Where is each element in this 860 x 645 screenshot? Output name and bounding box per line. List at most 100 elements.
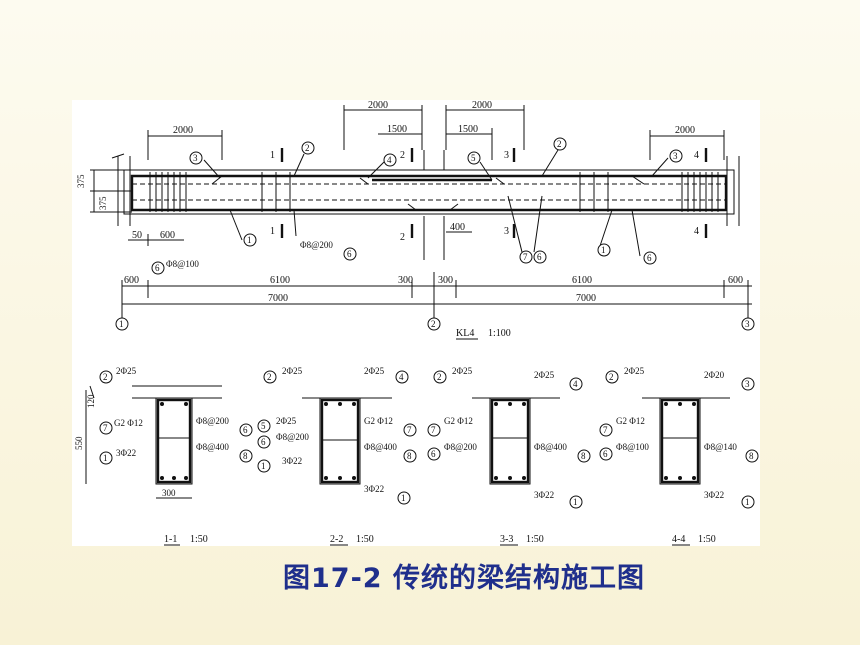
s2-callout-1b: 1 [401,493,406,503]
s1-callout-7: 7 [103,423,108,433]
section-4-4: 2 2Φ25 2Φ20 3 7 G2 Φ12 6 Φ8@100 Φ8@140 8… [599,366,759,546]
s2-callout-5: 5 [261,421,266,431]
s3-callout-8: 8 [581,451,586,461]
bar-callout-6-right: 6 [647,253,652,263]
section-mark-1a: 1 [270,150,275,161]
s1-flange: 120 [86,394,96,408]
s4-top: 2Φ25 [624,366,645,376]
s3-top: 2Φ25 [452,366,473,376]
dim-left-2: 375 [98,196,108,210]
span-600-right: 600 [728,275,743,286]
s4-callout-8: 8 [749,451,754,461]
section-3-3: 2 2Φ25 2Φ25 4 7 G2 Φ12 6 Φ8@200 Φ8@400 8… [427,366,591,546]
drawing-svg: 2000 2000 2000 1500 1500 2000 375 375 [74,100,759,546]
s3-id: 3-3 [500,534,513,545]
bar-callout-6-left: 6 [347,249,352,259]
s2-bottom: 3Φ22 [282,456,302,466]
span-6100-left: 6100 [270,275,290,286]
dim-top-2: 2000 [472,100,492,111]
s2-id: 2-2 [330,534,343,545]
s1-callout-2: 2 [103,372,108,382]
bar-callout-2-left: 2 [305,143,310,153]
s2-scale: 1:50 [356,534,374,545]
s4-callout-6: 6 [603,449,608,459]
section-mark-4a: 4 [694,150,699,161]
s4-bottom: 3Φ22 [704,490,724,500]
bar-callout-3-left: 3 [193,153,198,163]
s1-width: 300 [162,488,176,498]
dim-mid-400: 400 [450,222,465,233]
s2-st2: Φ8@400 [364,442,397,452]
figure-caption: 图17-2 传统的梁结构施工图 [283,563,645,594]
s2-callout-6: 6 [261,437,266,447]
s2-top3: 2Φ25 [276,416,297,426]
axis-1: 1 [119,319,124,329]
beam-construction-drawing: 2000 2000 2000 1500 1500 2000 375 375 [72,100,760,546]
bar-callout-3-right: 3 [673,151,678,161]
dim-mid-600: 600 [160,230,175,241]
dim-mid-50: 50 [132,230,142,241]
s2-side: G2 Φ12 [364,416,393,426]
dim-top-1: 2000 [368,100,388,111]
s2-top2: 2Φ25 [364,366,385,376]
s1-callout-6: 6 [243,425,248,435]
s2-callout-7: 7 [407,425,412,435]
s4-st2: Φ8@140 [704,442,737,452]
section-mark-3a: 3 [504,150,509,161]
dim-left-1: 375 [76,174,86,188]
span-600-left: 600 [124,275,139,286]
s3-scale: 1:50 [526,534,544,545]
s1-height: 550 [74,436,84,450]
s3-callout-1: 1 [573,497,578,507]
section-mark-2b: 2 [400,232,405,243]
s1-callout-1: 1 [103,453,108,463]
s4-top2: 2Φ20 [704,370,725,380]
s1-scale: 1:50 [190,534,208,545]
span-300-left: 300 [398,275,413,286]
s1-st1: Φ8@200 [196,416,229,426]
stirrup-note-100: Φ8@100 [166,259,199,269]
beam-scale: 1:100 [488,328,511,339]
s2-callout-4: 4 [399,372,404,382]
section-2-2: 2 2Φ25 2Φ25 4 5 2Φ25 G2 Φ12 7 6 Φ8@200 Φ… [257,366,417,546]
bar-callout-7: 7 [523,252,528,262]
s2-bottom2: 3Φ22 [364,484,384,494]
dim-top-6: 2000 [675,125,695,136]
bar-callout-5: 5 [471,153,476,163]
section-mark-1b: 1 [270,226,275,237]
s2-top: 2Φ25 [282,366,303,376]
bar-callout-6-far-left: 6 [155,263,160,273]
s4-callout-7: 7 [603,425,608,435]
s1-top: 2Φ25 [116,366,137,376]
bar-callout-2-right: 2 [557,139,562,149]
s3-st2: Φ8@400 [534,442,567,452]
s3-top2: 2Φ25 [534,370,555,380]
s4-scale: 1:50 [698,534,716,545]
axis-2: 2 [431,319,436,329]
s4-side: G2 Φ12 [616,416,645,426]
s1-st2: Φ8@400 [196,442,229,452]
s2-callout-1: 1 [261,461,266,471]
s3-callout-4: 4 [573,379,578,389]
dim-top-4: 1500 [387,124,407,135]
beam-elevation: 2000 2000 2000 1500 1500 2000 375 375 [76,100,755,340]
s1-id: 1-1 [164,534,177,545]
bar-callout-6-mid: 6 [537,252,542,262]
section-mark-3b: 3 [504,226,509,237]
section-1-1: 550 120 300 2 2Φ25 7 G2 Φ12 1 3Φ22 Φ8@20… [74,366,253,546]
stirrups-left [149,172,187,212]
axis-3: 3 [745,319,750,329]
bar-callout-1-right: 1 [601,245,606,255]
s3-callout-6: 6 [431,449,436,459]
s2-st1: Φ8@200 [276,432,309,442]
bar-callout-4: 4 [387,155,392,165]
s3-callout-2: 2 [437,372,442,382]
s4-st1: Φ8@100 [616,442,649,452]
span-300-right: 300 [438,275,453,286]
beam-name: KL4 [456,328,474,339]
stirrup-note-200: Φ8@200 [300,240,333,250]
s3-st1: Φ8@200 [444,442,477,452]
span-6100-right: 6100 [572,275,592,286]
bar-callout-1-left: 1 [247,235,252,245]
s1-bottom: 3Φ22 [116,448,136,458]
